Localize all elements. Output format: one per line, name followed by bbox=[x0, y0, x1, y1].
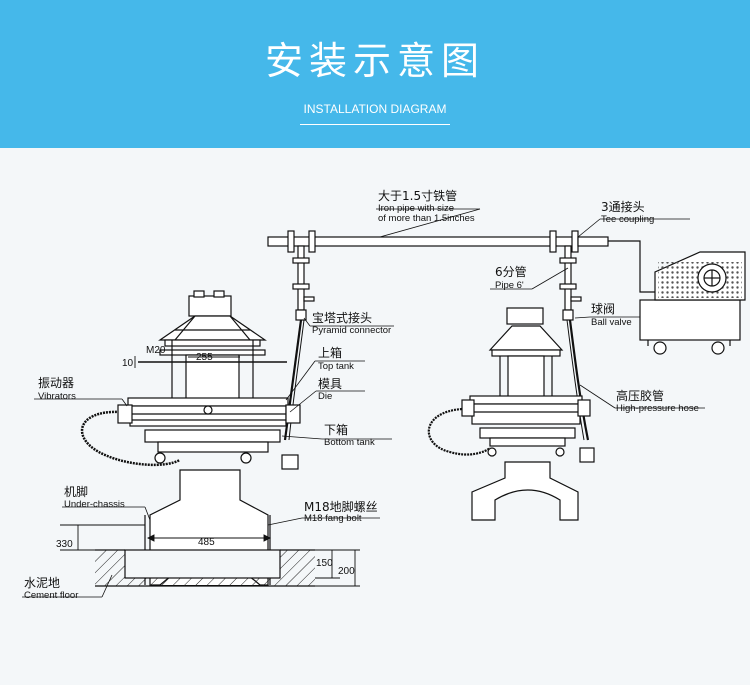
right-vibrator-cable bbox=[427, 407, 491, 456]
bolt-label-en: M18 fang bolt bbox=[304, 513, 362, 524]
left-high-pressure-hose bbox=[283, 319, 303, 441]
iron-pipe-label-cn: 大于1.5寸铁管 bbox=[378, 188, 457, 203]
right-drop-pipe bbox=[559, 245, 582, 321]
cement-floor-label-cn: 水泥地 bbox=[24, 576, 60, 590]
bolt-label-cn: M18地脚螺丝 bbox=[304, 499, 378, 514]
page-title: 安装示意图 bbox=[264, 39, 485, 83]
iron-pipe-label-en-1: Iron pipe with size bbox=[378, 203, 454, 214]
right-machine bbox=[461, 307, 595, 521]
vibrators-label-cn: 振动器 bbox=[38, 376, 74, 390]
iron-pipe bbox=[267, 230, 655, 293]
pump-unit bbox=[639, 251, 746, 355]
die-label-cn: 模具 bbox=[318, 377, 342, 391]
installation-diagram: 大于1.5寸铁管 Iron pipe with size of more tha… bbox=[22, 188, 746, 601]
hose-label-en: High-pressure hose bbox=[616, 403, 699, 414]
bottom-tank-label-cn: 下箱 bbox=[324, 422, 348, 437]
chassis-label-en: Under-chassis bbox=[64, 499, 125, 510]
die-label-en: Die bbox=[318, 391, 332, 402]
pyramid-connector-label-en: Pyramid connector bbox=[312, 325, 391, 336]
left-drop-pipe bbox=[292, 245, 315, 321]
dim-485: 485 bbox=[198, 537, 215, 548]
pyramid-connector-label-cn: 宝塔式接头 bbox=[312, 310, 372, 325]
dim-m20: M20 bbox=[146, 345, 166, 356]
bottom-tank-label-en: Bottom tank bbox=[324, 437, 375, 448]
left-vibrator-cable bbox=[80, 410, 181, 467]
pipe-6-label-en: Pipe 6' bbox=[495, 280, 524, 291]
top-tank-label-en: Top tank bbox=[318, 361, 354, 372]
cement-floor-label-en: Cement floor bbox=[24, 590, 78, 601]
vibrators-label-en: Vibrators bbox=[38, 391, 76, 402]
dim-255: 255 bbox=[196, 352, 213, 363]
tee-coupling-label-cn: 3通接头 bbox=[601, 199, 645, 214]
header-banner: 安装示意图 INSTALLATION DIAGRAM bbox=[0, 0, 750, 148]
pipe-6-label-cn: 6分管 bbox=[495, 264, 527, 279]
top-tank-label-cn: 上箱 bbox=[318, 345, 342, 360]
ball-valve-label-cn: 球阀 bbox=[591, 302, 615, 316]
dim-150: 150 bbox=[316, 558, 333, 569]
hose-label-cn: 高压胶管 bbox=[616, 388, 664, 403]
dim-10: 10 bbox=[122, 358, 134, 369]
title-underline bbox=[300, 124, 450, 125]
iron-pipe-label-en-2: of more than 1.5inches bbox=[378, 213, 475, 224]
chassis-label-cn: 机脚 bbox=[64, 484, 88, 499]
dim-330: 330 bbox=[56, 539, 73, 550]
foundation bbox=[95, 549, 315, 587]
ball-valve-label-en: Ball valve bbox=[591, 317, 632, 328]
dim-200: 200 bbox=[338, 566, 355, 577]
tee-coupling-label-en: Tee coupling bbox=[601, 214, 654, 225]
page-subtitle: INSTALLATION DIAGRAM bbox=[303, 102, 447, 116]
right-high-pressure-hose bbox=[568, 319, 590, 441]
